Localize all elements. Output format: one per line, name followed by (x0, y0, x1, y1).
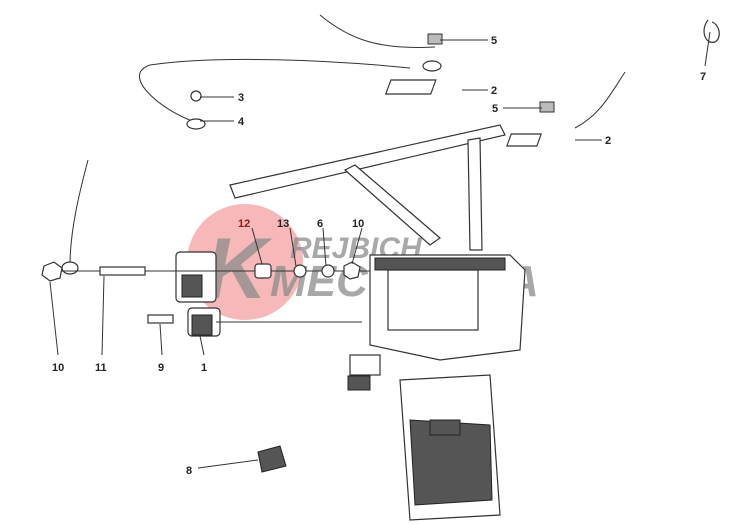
hardware-top (190, 19, 720, 147)
callout-leaders (49, 31, 711, 469)
callout-1: 1 (201, 362, 207, 374)
callout-9: 9 (158, 362, 164, 374)
callout-5: 5 (491, 35, 497, 47)
callout-6: 6 (317, 218, 323, 230)
mounting-frame (229, 124, 526, 361)
callout-7: 7 (700, 71, 706, 83)
callout-4: 4 (238, 116, 245, 128)
callout-11: 11 (95, 362, 107, 374)
callout-10: 10 (52, 362, 64, 374)
callout-13: 13 (277, 218, 289, 230)
callout-2: 2 (605, 135, 611, 147)
callout-3: 3 (238, 92, 244, 104)
control-module (41, 251, 370, 473)
voltage-regulator (347, 354, 501, 521)
callout-12: 12 (238, 218, 250, 230)
callout-5: 5 (492, 103, 498, 115)
callout-10: 10 (352, 218, 364, 230)
callout-2: 2 (491, 85, 497, 97)
callout-8: 8 (186, 465, 192, 477)
